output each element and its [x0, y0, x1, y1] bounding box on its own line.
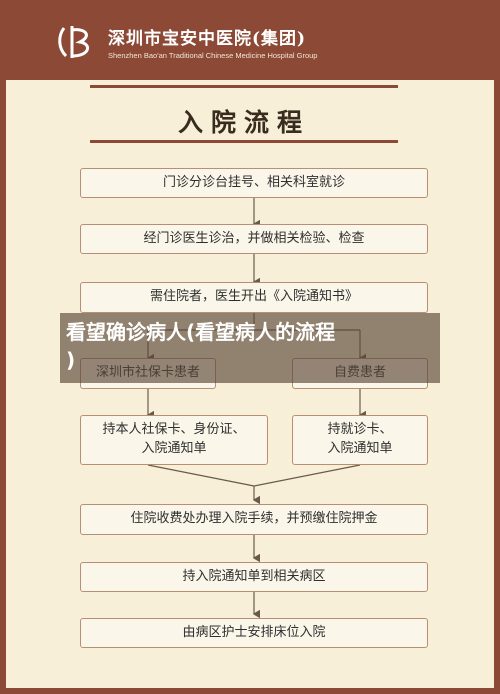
overlay-caption: 看望确诊病人(看望病人的流程 ) [66, 320, 336, 372]
hospital-name: 深圳市宝安中医院(集团) [108, 29, 307, 49]
title-top-rule [90, 85, 398, 88]
step-register: 门诊分诊台挂号、相关科室就诊 [80, 168, 428, 198]
step-self-pay-documents: 持就诊卡、 入院通知单 [292, 415, 428, 465]
step-go-to-ward: 持入院通知单到相关病区 [80, 562, 428, 592]
step-admission-notice: 需住院者，医生开出《入院通知书》 [80, 282, 428, 313]
title-box: 入院流程 [90, 85, 398, 143]
flow-title: 入院流程 [177, 108, 310, 137]
step-diagnosis: 经门诊医生诊治，并做相关检验、检查 [80, 224, 428, 254]
step-insurance-documents: 持本人社保卡、身份证、 入院通知单 [80, 415, 268, 465]
header-banner: 深圳市宝安中医院(集团) Shenzhen Bao'an Traditional… [6, 6, 494, 80]
hospital-logo-icon [58, 26, 89, 58]
step-admission-payment: 住院收费处办理入院手续，并预缴住院押金 [80, 504, 428, 535]
hospital-name-english: Shenzhen Bao'an Traditional Chinese Medi… [108, 51, 318, 60]
caption-overlay [60, 313, 440, 383]
step-bed-assignment: 由病区护士安排床位入院 [80, 618, 428, 648]
